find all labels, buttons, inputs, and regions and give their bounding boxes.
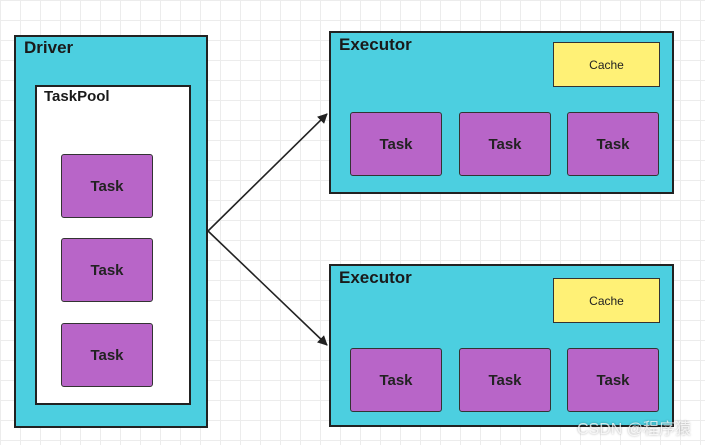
arrow-to-executor-1 xyxy=(207,113,328,232)
executor-1-task-3: Task xyxy=(567,112,659,176)
executor-2-task-3: Task xyxy=(567,348,659,412)
taskpool-task-2: Task xyxy=(61,238,153,302)
arrow-to-executor-2 xyxy=(207,230,328,346)
taskpool-title: TaskPool xyxy=(44,88,110,105)
executor-box-2: Executor Cache Task Task Task xyxy=(329,264,674,427)
executor-title-2: Executor xyxy=(339,268,412,287)
executor-2-task-2: Task xyxy=(459,348,551,412)
executor-1-task-2: Task xyxy=(459,112,551,176)
taskpool-box: TaskPool Task Task Task xyxy=(35,85,191,405)
watermark: CSDN @程序猿 xyxy=(576,421,691,438)
taskpool-task-3: Task xyxy=(61,323,153,387)
executor-title-1: Executor xyxy=(339,35,412,54)
taskpool-task-1: Task xyxy=(61,154,153,218)
executor-cache-1: Cache xyxy=(553,42,660,87)
driver-title: Driver xyxy=(24,38,74,57)
executor-1-task-1: Task xyxy=(350,112,442,176)
driver-box: Driver TaskPool Task Task Task xyxy=(14,35,208,428)
executor-box-1: Executor Cache Task Task Task xyxy=(329,31,674,194)
executor-2-task-1: Task xyxy=(350,348,442,412)
executor-cache-2: Cache xyxy=(553,278,660,323)
